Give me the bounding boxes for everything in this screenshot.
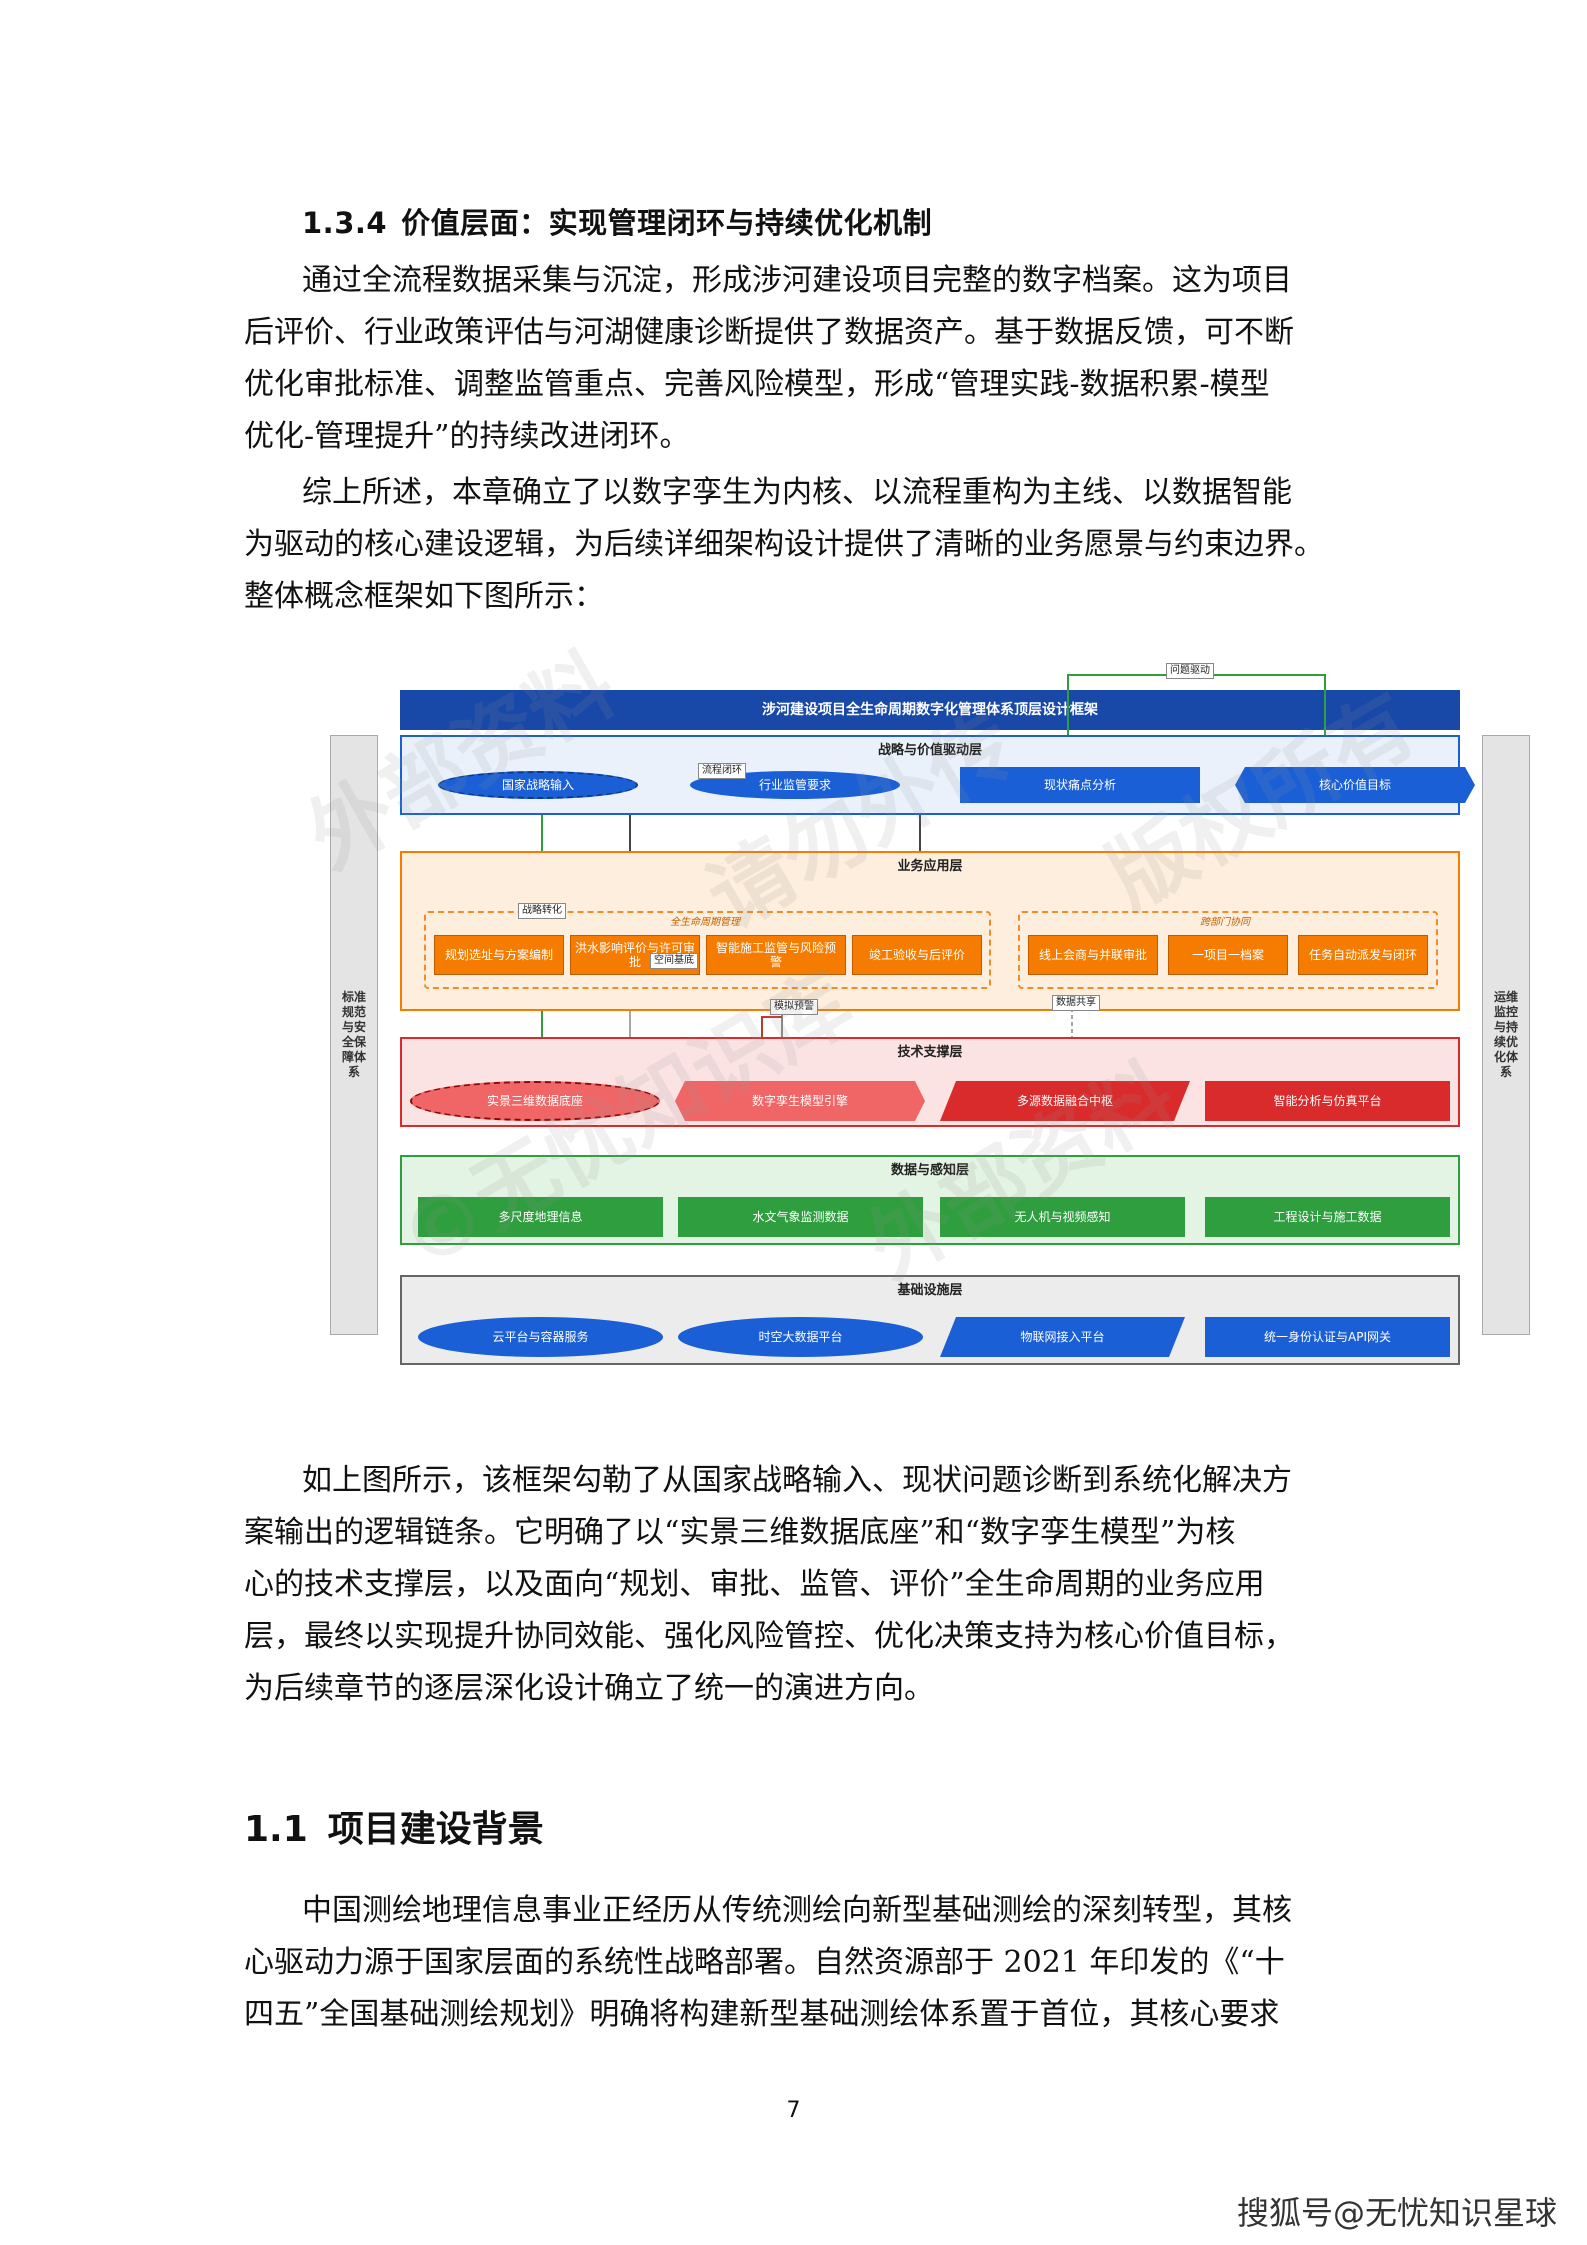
section-number: 1.3.4 <box>302 206 388 240</box>
text-line: 中国测绘地理信息事业正经历从传统测绘向新型基础测绘的深刻转型，其核 <box>302 1893 1292 1928</box>
infra-iot: 物联网接入平台 <box>940 1317 1185 1357</box>
group-label-cross: 跨部门协同 <box>1200 917 1250 928</box>
footer-watermark: 搜狐号@无忧知识星球 <box>1236 2194 1557 2232</box>
biz-task-dispatch: 任务自动派发与闭环 <box>1298 935 1428 975</box>
text-line: 通过全流程数据采集与沉淀，形成涉河建设项目完整的数字档案。这为项目 <box>302 263 1292 298</box>
biz-acceptance: 竣工验收与后评价 <box>852 935 982 975</box>
layer-title: 技术支撑层 <box>897 1045 963 1060</box>
left-side-system: 标准规范与安全保障体系 <box>330 735 378 1335</box>
right-side-system: 运维监控与持续优化体系 <box>1482 735 1530 1335</box>
data-drone-video: 无人机与视频感知 <box>940 1197 1185 1237</box>
infra-cloud: 云平台与容器服务 <box>418 1317 663 1357</box>
tag-problem-driven: 问题驱动 <box>1166 663 1214 679</box>
infra-auth-gateway: 统一身份认证与API网关 <box>1205 1317 1450 1357</box>
data-geo-info: 多尺度地理信息 <box>418 1197 663 1237</box>
section-title: 价值层面：实现管理闭环与持续优化机制 <box>401 206 933 240</box>
tag-spatial-base: 空间基底 <box>650 953 698 969</box>
text-line: 综上所述，本章确立了以数字孪生为内核、以流程重构为主线、以数据智能 <box>302 475 1292 510</box>
text-line: 心驱动力源于国家层面的系统性战略部署。自然资源部于 2021 年印发的《“十 <box>244 1945 1285 1980</box>
biz-online-consult: 线上会商与并联审批 <box>1028 935 1158 975</box>
text-line: 层，最终以实现提升协同效能、强化风险管控、优化决策支持为核心价值目标， <box>244 1619 1294 1654</box>
layer-business: 业务应用层 <box>400 851 1460 1011</box>
infra-spatiotemporal: 时空大数据平台 <box>678 1317 923 1357</box>
section-number: 1.1 <box>244 1809 308 1850</box>
layer-title: 战略与价值驱动层 <box>877 743 982 758</box>
group-label-lifecycle: 全生命周期管理 <box>670 917 740 928</box>
page-number: 7 <box>786 2098 801 2123</box>
text-line: 四五”全国基础测绘规划》明确将构建新型基础测绘体系置于首位，其核心要求 <box>244 1997 1280 2032</box>
biz-planning: 规划选址与方案编制 <box>434 935 564 975</box>
strategy-core-value: 核心价值目标 <box>1235 767 1475 803</box>
biz-one-project-archive: 一项目一档案 <box>1168 935 1288 975</box>
text-line: 心的技术支撑层，以及面向“规划、审批、监管、评价”全生命周期的业务应用 <box>244 1567 1265 1602</box>
paragraph-value-layer: 通过全流程数据采集与沉淀，形成涉河建设项目完整的数字档案。这为项目 后评价、行业… <box>244 255 1344 463</box>
group-cross-department <box>1018 911 1438 989</box>
framework-diagram: 标准规范与安全保障体系 运维监控与持续优化体系 涉河建设项目全生命周期数字化管理… <box>291 635 1560 1425</box>
section-heading-1-1: 1.1 项目建设背景 <box>244 1800 544 1852</box>
paragraph-summary: 综上所述，本章确立了以数字孪生为内核、以流程重构为主线、以数据智能 为驱动的核心… <box>244 467 1344 623</box>
strategy-pain-analysis: 现状痛点分析 <box>960 767 1200 803</box>
tag-strategy-transform: 战略转化 <box>518 903 566 919</box>
text-line: 为驱动的核心建设逻辑，为后续详细架构设计提供了清晰的业务愿景与约束边界。 <box>244 527 1324 562</box>
tech-data-fusion: 多源数据融合中枢 <box>940 1081 1190 1121</box>
text-line: 案输出的逻辑链条。它明确了以“实景三维数据底座”和“数字孪生模型”为核 <box>244 1515 1236 1550</box>
layer-title: 业务应用层 <box>897 859 963 874</box>
text-line: 优化-管理提升”的持续改进闭环。 <box>244 419 690 454</box>
diagram-title: 涉河建设项目全生命周期数字化管理体系顶层设计框架 <box>400 690 1460 730</box>
tag-model-warning: 模拟预警 <box>770 999 818 1015</box>
section-heading-1-3-4: 1.3.4 价值层面：实现管理闭环与持续优化机制 <box>302 200 932 242</box>
tag-data-share: 数据共享 <box>1052 995 1100 1011</box>
tech-3d-base: 实景三维数据底座 <box>410 1081 660 1121</box>
paragraph-background: 中国测绘地理信息事业正经历从传统测绘向新型基础测绘的深刻转型，其核 心驱动力源于… <box>244 1885 1344 2041</box>
text-line: 优化审批标准、调整监管重点、完善风险模型，形成“管理实践-数据积累-模型 <box>244 367 1270 402</box>
layer-title: 基础设施层 <box>897 1283 963 1298</box>
layer-title: 数据与感知层 <box>890 1163 969 1178</box>
tag-process-loop: 流程闭环 <box>698 763 746 779</box>
tech-twin-engine: 数字孪生模型引擎 <box>675 1081 925 1121</box>
text-line: 整体概念框架如下图所示： <box>244 579 604 614</box>
data-hydro-meteo: 水文气象监测数据 <box>678 1197 923 1237</box>
group-lifecycle <box>424 911 991 989</box>
paragraph-figure-explanation: 如上图所示，该框架勾勒了从国家战略输入、现状问题诊断到系统化解决方 案输出的逻辑… <box>244 1455 1344 1715</box>
text-line: 为后续章节的逐层深化设计确立了统一的演进方向。 <box>244 1671 934 1706</box>
data-engineering: 工程设计与施工数据 <box>1205 1197 1450 1237</box>
section-title: 项目建设背景 <box>327 1809 544 1850</box>
text-line: 后评价、行业政策评估与河湖健康诊断提供了数据资产。基于数据反馈，可不断 <box>244 315 1294 350</box>
tech-analysis-platform: 智能分析与仿真平台 <box>1205 1081 1450 1121</box>
biz-construction-monitor: 智能施工监管与风险预警 <box>706 935 846 975</box>
text-line: 如上图所示，该框架勾勒了从国家战略输入、现状问题诊断到系统化解决方 <box>302 1463 1292 1498</box>
strategy-national-input: 国家战略输入 <box>438 771 638 799</box>
